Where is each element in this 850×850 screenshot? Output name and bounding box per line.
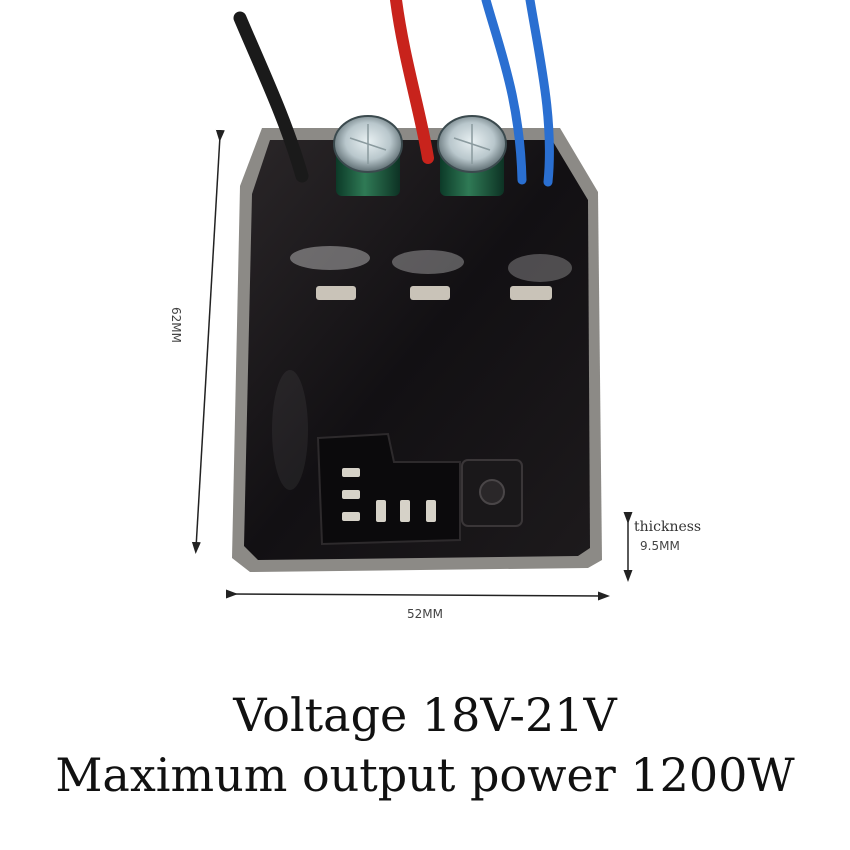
blue-wire: [525, 0, 554, 187]
height-dimension-label: 62MM: [169, 307, 183, 343]
capacitor: [437, 115, 507, 196]
terminal-pad: [316, 286, 356, 300]
height-arrow: [191, 129, 225, 554]
terminal-pad: [510, 286, 552, 300]
capacitor: [333, 115, 403, 196]
width-dimension-label: 52MM: [407, 607, 443, 621]
power-caption: Maximum output power 1200W: [55, 748, 795, 802]
thickness-value-label: 9.5MM: [640, 539, 680, 553]
width-arrow: [225, 589, 610, 601]
red-wire: [390, 0, 434, 164]
blue-wire: [481, 0, 527, 185]
terminal-pad: [410, 286, 450, 300]
black-wire: [233, 11, 309, 183]
thickness-word-label: thickness: [634, 519, 702, 535]
voltage-caption: Voltage 18V-21V: [233, 688, 617, 742]
